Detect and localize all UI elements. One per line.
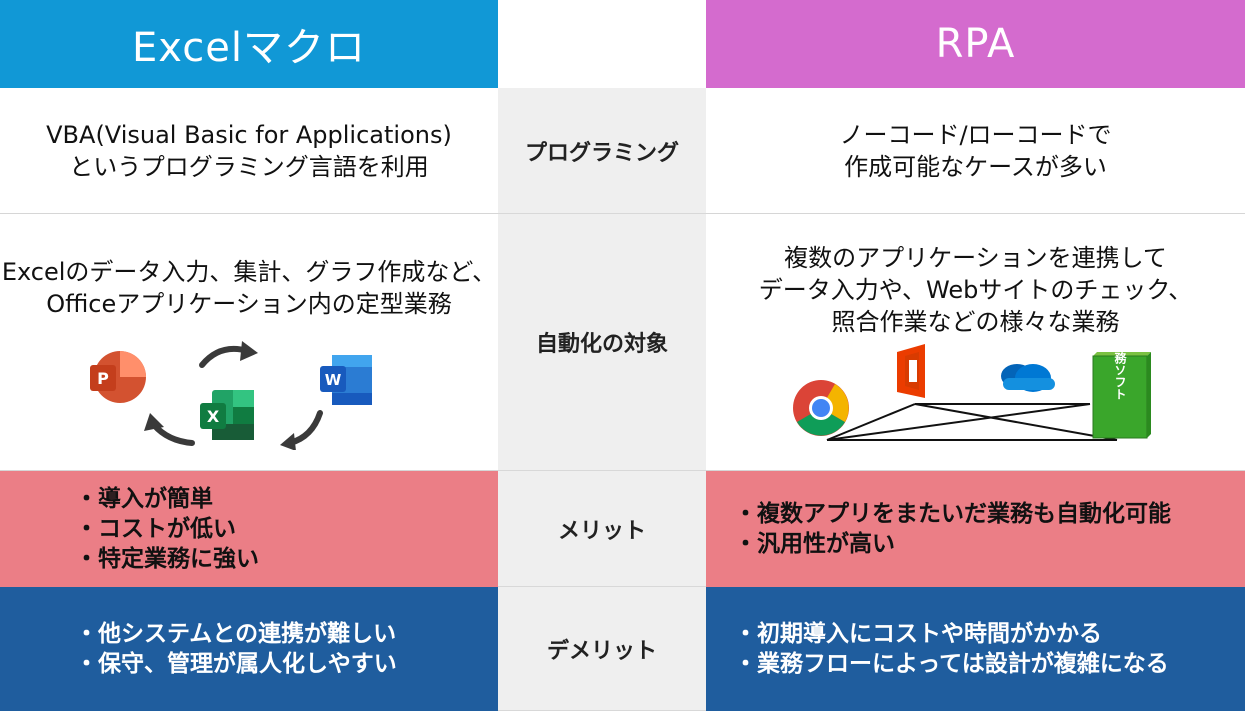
office-apps-cycle-diagram: P X W (90, 341, 372, 450)
demerit-label: デメリット (546, 638, 657, 664)
excel-icon: X (200, 390, 254, 440)
svg-text:X: X (207, 407, 220, 426)
target-excel-line-2: Officeアプリケーション内の定型業務 (46, 290, 452, 318)
merit-label-cell: メリット (498, 471, 706, 587)
programming-rpa-line-2: 作成可能なケースが多い (844, 152, 1107, 181)
rpa-apps-connection-diagram: 業務ソフト (793, 340, 1151, 441)
demerit-rpa-item-1: ・初期導入にコストや時間がかかる (734, 621, 1102, 647)
merit-rpa-item-1: ・複数アプリをまたいだ業務も自動化可能 (734, 501, 1171, 527)
excel-macro-header: Excelマクロ (0, 0, 498, 88)
rpa-header: RPA (706, 0, 1245, 88)
programming-excel-line-2: というプログラミング言語を利用 (69, 152, 429, 181)
target-rpa-cell: 複数のアプリケーションを連携して データ入力や、Webサイトのチェック、 照合作… (706, 214, 1245, 471)
merit-rpa-cell: ・複数アプリをまたいだ業務も自動化可能 ・汎用性が高い (706, 471, 1245, 587)
merit-excel-item-2: ・コストが低い (75, 516, 236, 542)
target-rpa-line-3: 照合作業などの様々な業務 (831, 308, 1120, 336)
merit-label: メリット (557, 518, 646, 544)
excel-macro-title: Excelマクロ (132, 25, 366, 71)
target-label: 自動化の対象 (535, 332, 668, 357)
programming-rpa-cell: ノーコード/ローコードで 作成可能なケースが多い (706, 88, 1245, 214)
business-software-icon: 業務ソフト (1092, 340, 1151, 439)
demerit-excel-item-1: ・他システムとの連携が難しい (75, 621, 397, 647)
demerit-excel-cell: ・他システムとの連携が難しい ・保守、管理が属人化しやすい (0, 587, 498, 711)
onedrive-cloud-icon (1001, 364, 1055, 392)
demerit-rpa-cell: ・初期導入にコストや時間がかかる ・業務フローによっては設計が複雑になる (706, 587, 1245, 711)
merit-excel-cell: ・導入が簡単 ・コストが低い ・特定業務に強い (0, 471, 498, 587)
programming-rpa-line-1: ノーコード/ローコードで (839, 120, 1112, 149)
svg-text:W: W (325, 371, 342, 389)
merit-excel-item-3: ・特定業務に強い (75, 546, 259, 572)
chrome-icon (793, 380, 849, 436)
office-icon (897, 344, 925, 398)
target-rpa-line-1: 複数のアプリケーションを連携して (784, 244, 1167, 272)
demerit-rpa-item-2: ・業務フローによっては設計が複雑になる (734, 651, 1169, 677)
programming-excel-cell: VBA(Visual Basic for Applications) というプロ… (0, 88, 498, 214)
target-rpa-line-2: データ入力や、Webサイトのチェック、 (758, 276, 1193, 304)
connection-lines (826, 403, 1118, 441)
demerit-label-cell: デメリット (498, 587, 706, 711)
svg-text:P: P (97, 369, 109, 388)
rpa-title: RPA (935, 21, 1016, 67)
business-software-label: 業務ソフト (1113, 340, 1127, 400)
programming-excel-line-1: VBA(Visual Basic for Applications) (46, 120, 452, 149)
powerpoint-icon: P (90, 351, 146, 403)
target-excel-line-1: Excelのデータ入力、集計、グラフ作成など、 (1, 258, 497, 286)
programming-label: プログラミング (524, 140, 679, 166)
target-label-cell: 自動化の対象 (498, 214, 706, 471)
merit-excel-item-1: ・導入が簡単 (75, 486, 213, 512)
demerit-excel-item-2: ・保守、管理が属人化しやすい (75, 651, 397, 677)
merit-rpa-item-2: ・汎用性が高い (734, 531, 895, 557)
word-icon: W (320, 355, 372, 405)
programming-label-cell: プログラミング (498, 88, 706, 214)
